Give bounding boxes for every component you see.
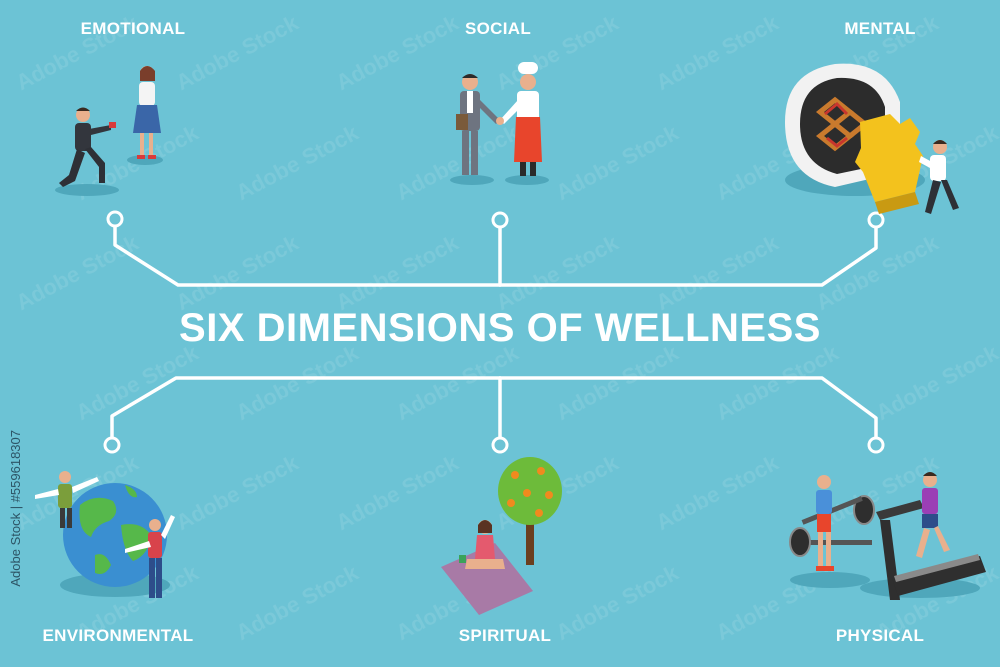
node-social xyxy=(491,211,509,229)
brain-puzzle-icon xyxy=(785,63,959,214)
node-physical xyxy=(867,436,885,454)
connector-emotional xyxy=(113,225,502,287)
handshake-people-icon xyxy=(450,62,549,185)
node-emotional xyxy=(106,210,124,228)
connector-mental xyxy=(498,226,878,287)
node-environmental xyxy=(103,436,121,454)
proposal-people-icon xyxy=(55,66,163,196)
label-spiritual: SPIRITUAL xyxy=(458,626,552,645)
globe-people-icon xyxy=(35,471,175,598)
node-mental xyxy=(867,211,885,229)
label-social: SOCIAL xyxy=(464,19,532,38)
meditation-tree-icon xyxy=(441,457,562,615)
stock-id: Adobe Stock | #559618307 xyxy=(8,430,23,587)
label-mental: MENTAL xyxy=(844,19,916,38)
node-spiritual xyxy=(491,436,509,454)
connector-physical xyxy=(498,376,878,439)
label-environmental: ENVIRONMENTAL xyxy=(42,626,194,645)
page-title: SIX DIMENSIONS OF WELLNESS xyxy=(179,306,821,350)
label-physical: PHYSICAL xyxy=(835,626,925,645)
label-emotional: EMOTIONAL xyxy=(80,19,186,38)
gym-workout-icon xyxy=(789,472,986,600)
connector-environmental xyxy=(110,376,502,439)
